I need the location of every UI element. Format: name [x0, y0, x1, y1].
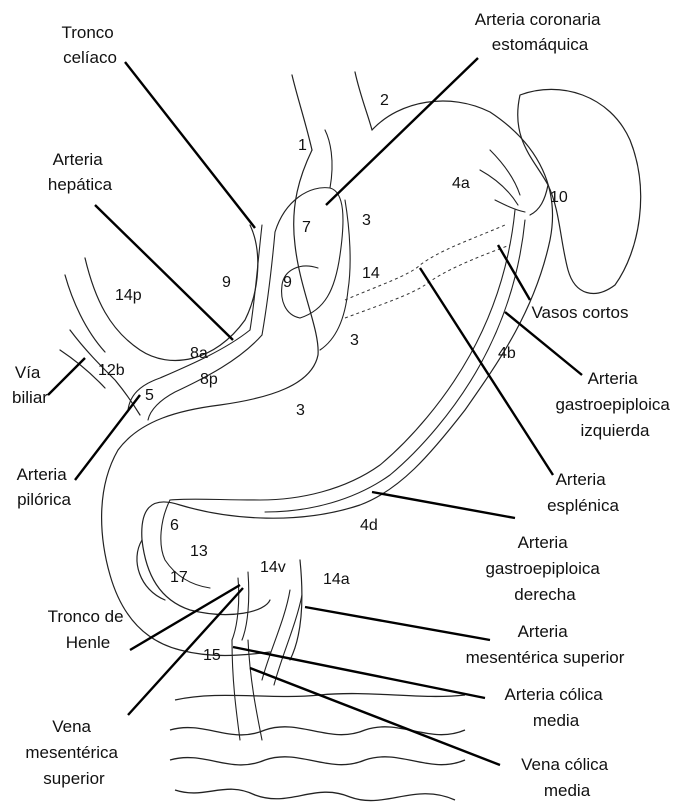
- station-5: 5: [145, 387, 154, 404]
- station-8p: 8p: [200, 371, 218, 388]
- short-gastric-vessels: [480, 150, 525, 212]
- splenic-artery-dashed-1: [345, 225, 505, 300]
- label-arteria-hepatica: Arteria hepática: [48, 150, 113, 194]
- station-14p: 14p: [115, 287, 142, 304]
- station-9b: 9: [283, 274, 292, 291]
- celiac-trunk-2: [262, 232, 275, 335]
- station-3a: 3: [362, 212, 371, 229]
- label-arteria-pilorica: Arteria pilórica: [17, 465, 72, 509]
- leader-vasos-cortos: [498, 245, 530, 300]
- label-tronco-celiaco: Tronco celíaco: [61, 23, 118, 67]
- station-3b: 3: [350, 332, 359, 349]
- label-vena-mesenterica: Vena mesentérica superior: [25, 717, 122, 788]
- pancreas-head: [290, 560, 302, 660]
- station-1: 1: [298, 137, 307, 154]
- station-6: 6: [170, 517, 179, 534]
- leader-colica-media: [233, 647, 485, 698]
- colon-band-3: [170, 757, 465, 765]
- leader-vena-colica: [250, 668, 500, 765]
- station-4b: 4b: [498, 345, 516, 362]
- station-13: 13: [190, 543, 208, 560]
- leader-tronco-celiaco: [125, 62, 255, 228]
- station-14v: 14v: [260, 559, 286, 576]
- leader-arteria-esplenica: [420, 268, 553, 475]
- colon: [170, 694, 465, 801]
- lesser-curve-vessel: [325, 130, 332, 188]
- superior-mesenteric-artery: [262, 590, 302, 685]
- lesser-curve-vessel-2: [320, 200, 350, 350]
- label-arteria-coronaria: Arteria coronaria estomáquica: [475, 10, 605, 54]
- label-arteria-esplenica: Arteria esplénica: [547, 470, 619, 515]
- henle-trunk: [232, 572, 249, 640]
- station-15: 15: [203, 647, 221, 664]
- station-4a: 4a: [452, 175, 470, 192]
- label-colica-media-arteria: Arteria cólica media: [505, 685, 608, 730]
- left-gastroepiploic-artery: [170, 210, 515, 500]
- left-gastroepiploic-artery-2: [265, 220, 525, 512]
- station-14a: 14a: [323, 571, 350, 588]
- station-10: 10: [550, 189, 568, 206]
- station-2: 2: [380, 92, 389, 109]
- station-4d: 4d: [360, 517, 378, 534]
- station-14: 14: [362, 265, 380, 282]
- leader-tronco-henle: [130, 585, 240, 650]
- label-tronco-henle: Tronco de Henle: [48, 607, 129, 652]
- station-3c: 3: [296, 402, 305, 419]
- esophagus-right: [355, 72, 372, 130]
- leader-arteria-hepatica: [95, 205, 233, 340]
- spleen-hilum: [530, 185, 548, 215]
- label-gastroepiploica-der: Arteria gastroepiploica derecha: [485, 533, 604, 604]
- leader-gastroepiploica-der: [372, 492, 515, 518]
- left-gastric-artery: [275, 188, 343, 318]
- station-17: 17: [170, 569, 188, 586]
- spleen-outline: [518, 89, 641, 293]
- station-12b: 12b: [98, 362, 125, 379]
- label-vasos-cortos: Vasos cortos: [531, 303, 628, 322]
- label-vena-colica: Vena cólica media: [521, 755, 613, 800]
- hepatic-outline-2: [65, 275, 105, 352]
- station-9a: 9: [222, 274, 231, 291]
- label-mesenterica-sup-arteria: Arteria mesentérica superior: [466, 622, 625, 667]
- annotation-labels: Tronco celíaco Arteria coronaria estomáq…: [12, 10, 675, 800]
- station-7: 7: [302, 219, 311, 236]
- leader-mesenterica-sup: [305, 607, 490, 640]
- label-via-biliar: Vía biliar: [12, 363, 48, 407]
- colon-band-4: [175, 789, 455, 800]
- label-gastroepiploica-izq: Arteria gastroepiploica izquierda: [555, 369, 674, 440]
- station-numbers: 1 2 4a 10 7 3 9 9 14 14p 3 8a 4b 8p 12b …: [98, 92, 568, 664]
- leader-via-biliar: [48, 358, 85, 395]
- station-8a: 8a: [190, 345, 208, 362]
